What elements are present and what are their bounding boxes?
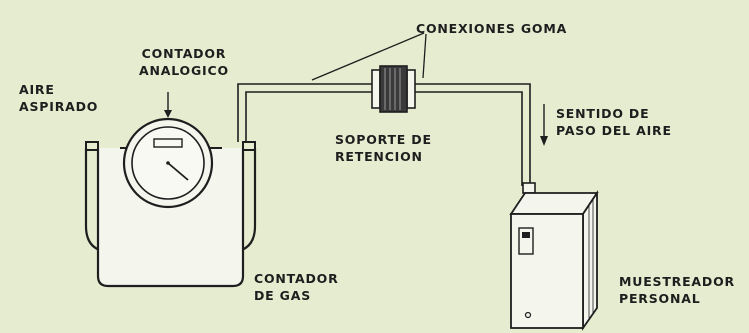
label-sentido-paso-aire: SENTIDO DE PASO DEL AIRE <box>556 106 672 138</box>
filter-holder <box>371 65 416 113</box>
rubber-tube-meter-to-holder <box>237 83 372 142</box>
conexiones-pointer-right <box>422 33 427 79</box>
dial-counter-window <box>153 138 183 148</box>
dial-needle <box>167 162 189 181</box>
label-contador-analogico: CONTADOR ANALOGICO <box>139 46 229 78</box>
label-muestreador-personal: MUESTREADOR PERSONAL <box>619 274 735 306</box>
conexiones-pointer-left <box>311 32 425 81</box>
rubber-tube-holder-to-sampler <box>415 83 531 186</box>
label-aire-aspirado: AIRE ASPIRADO <box>19 82 99 114</box>
gas-meter-inlet-nozzle <box>85 141 99 151</box>
label-conexiones-goma: CONEXIONES GOMA <box>416 21 568 36</box>
label-soporte-retencion: SOPORTE DE RETENCION <box>335 132 432 164</box>
gas-meter-outlet-nozzle <box>242 141 256 151</box>
personal-sampler <box>509 182 599 331</box>
label-contador-gas: CONTADOR DE GAS <box>254 271 339 303</box>
